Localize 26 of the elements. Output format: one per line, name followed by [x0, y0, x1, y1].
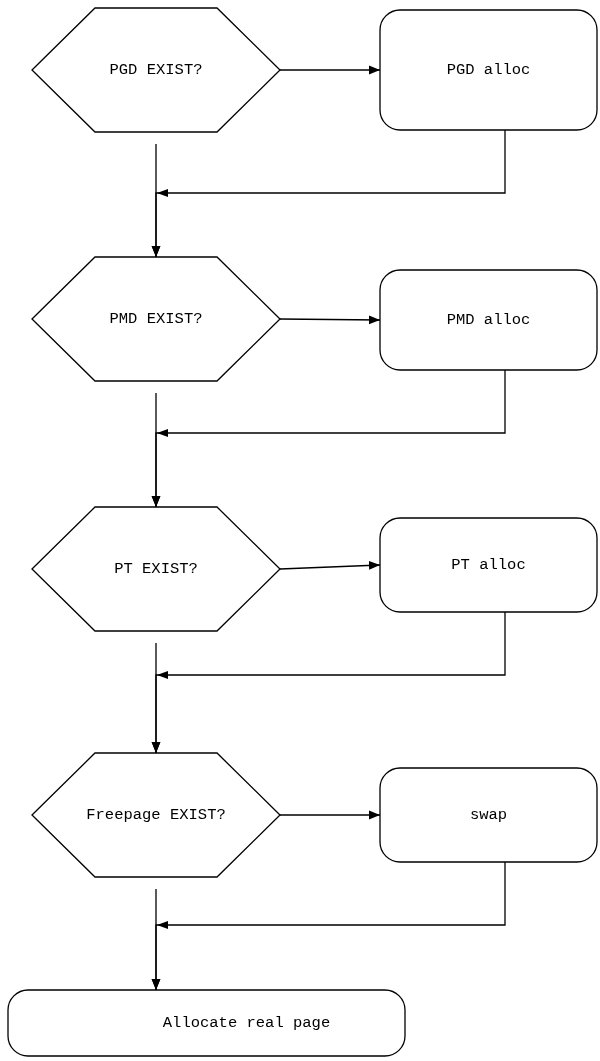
node-label: PMD alloc: [446, 311, 531, 329]
decision-hexagon: [32, 753, 280, 877]
process-box: [8, 990, 405, 1056]
arrow: [151, 642, 161, 754]
process-box: [380, 10, 597, 130]
process-box: [380, 518, 597, 612]
arrow: [279, 315, 381, 325]
arrow: [279, 561, 381, 570]
arrow: [151, 888, 161, 991]
node-label: PGD alloc: [446, 61, 531, 79]
arrow: [279, 65, 381, 75]
decision-hexagon: [32, 257, 280, 381]
node-label: PMD EXIST?: [109, 310, 203, 328]
arrow: [151, 392, 161, 508]
process-box: [380, 768, 597, 862]
node-label: PGD EXIST?: [109, 61, 203, 79]
arrow: [151, 143, 161, 258]
decision-hexagon: [32, 8, 280, 132]
node-label: Allocate real page: [162, 1014, 331, 1032]
node-label: PT EXIST?: [114, 560, 198, 578]
node-label: PT alloc: [451, 556, 526, 574]
arrow: [279, 810, 381, 820]
process-box: [380, 270, 597, 370]
node-label: Freepage EXIST?: [86, 806, 226, 824]
node-label: swap: [469, 806, 508, 824]
decision-hexagon: [32, 507, 280, 631]
